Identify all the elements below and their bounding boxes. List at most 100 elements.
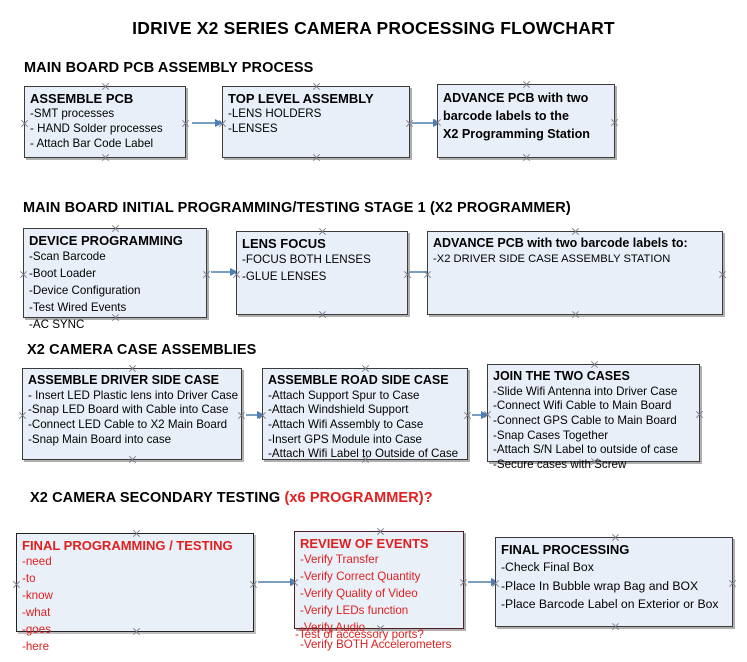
box-title: DEVICE PROGRAMMING [29, 233, 183, 248]
box-line: -Scan Barcode [29, 250, 106, 264]
connection-handle-right[interactable] [202, 270, 211, 279]
box-line: -Slide Wifi Antenna into Driver Case [493, 384, 678, 398]
connection-handle-top[interactable] [611, 533, 620, 542]
box-line: -to [22, 572, 36, 586]
connection-handle-bottom[interactable] [128, 455, 137, 464]
box-title: ADVANCE PCB with two barcode labels to: [433, 236, 688, 250]
connection-handle-left[interactable] [423, 270, 432, 279]
box-title: LENS FOCUS [242, 236, 326, 251]
box-line: -Verify Correct Quantity [300, 570, 421, 584]
box-line: -Device Configuration [29, 284, 141, 298]
box-title: JOIN THE TWO CASES [493, 369, 630, 383]
section-heading-text: X2 CAMERA CASE ASSEMBLIES [27, 342, 257, 358]
connection-handle-top[interactable] [318, 227, 327, 236]
box-line: -LENSES [228, 121, 278, 135]
connection-handle-top[interactable] [522, 80, 531, 89]
connection-handle-right[interactable] [181, 119, 190, 128]
flow-box-assemble-pcb[interactable]: ASSEMBLE PCB -SMT processes - HAND Solde… [24, 86, 186, 158]
box-line: -Connect LED Cable to X2 Main Board [28, 417, 228, 431]
connection-handle-top[interactable] [128, 364, 137, 373]
box-line: - Attach Bar Code Label [30, 136, 154, 150]
connection-handle-bottom[interactable] [318, 310, 327, 319]
connection-handle-bottom[interactable] [590, 457, 599, 466]
connection-handle-right[interactable] [718, 270, 727, 279]
connection-handle-top[interactable] [571, 227, 580, 236]
connection-handle-right[interactable] [728, 579, 737, 588]
box-line-overflow: -Test of accessory ports? [295, 628, 424, 642]
section-heading-main-board-initial-programming: MAIN BOARD INITIAL PROGRAMMING/TESTING S… [23, 200, 571, 216]
box-title: FINAL PROCESSING [501, 542, 630, 557]
connection-handle-right[interactable] [237, 411, 246, 420]
connection-handle-left[interactable] [19, 270, 28, 279]
box-line: -Attach Wifi Label to Outside of Case [268, 447, 459, 461]
connection-handle-bottom[interactable] [376, 624, 385, 633]
connection-handle-bottom[interactable] [361, 455, 370, 464]
connection-handle-top[interactable] [101, 82, 110, 91]
connection-handle-bottom[interactable] [101, 153, 110, 162]
page-title: IDRIVE X2 SERIES CAMERA PROCESSING FLOWC… [132, 18, 615, 38]
flow-box-advance-pcb-programming-station[interactable]: ADVANCE PCB with two barcode labels to t… [437, 84, 615, 158]
box-line: -Attach Windshield Support [268, 403, 409, 417]
connection-handle-top[interactable] [590, 360, 599, 369]
connection-handle-top[interactable] [111, 224, 120, 233]
box-line: - Insert LED Plastic lens into Driver Ca… [28, 388, 239, 402]
connection-handle-bottom[interactable] [132, 627, 141, 636]
connection-handle-right[interactable] [695, 410, 704, 419]
box-line: -Connect GPS Cable to Main Board [493, 413, 677, 427]
flow-box-device-programming[interactable]: DEVICE PROGRAMMING -Scan Barcode -Boot L… [23, 228, 207, 331]
section-heading-main-board-pcb-assembly: MAIN BOARD PCB ASSEMBLY PROCESS [24, 60, 313, 76]
connection-handle-left[interactable] [491, 579, 500, 588]
section-heading-text: X2 CAMERA SECONDARY TESTING [30, 490, 285, 506]
box-line: ADVANCE PCB with two [443, 91, 589, 105]
connection-handle-left[interactable] [483, 410, 492, 419]
connection-handle-left[interactable] [258, 411, 267, 420]
box-title: TOP LEVEL ASSEMBLY [228, 91, 374, 106]
connection-handle-top[interactable] [132, 529, 141, 538]
flow-box-final-programming-testing[interactable]: FINAL PROGRAMMING / TESTING -need -to -k… [16, 533, 254, 653]
connection-handle-top[interactable] [312, 82, 321, 91]
connection-handle-right[interactable] [459, 578, 468, 587]
box-line: -Verify Quality of Video [300, 587, 418, 601]
box-line: - HAND Solder processes [30, 121, 163, 135]
connection-handle-bottom[interactable] [522, 153, 531, 162]
section-heading-accent: (x6 PROGRAMMER)? [284, 490, 433, 506]
connection-handle-right[interactable] [249, 580, 258, 589]
box-line: -need [22, 555, 52, 569]
flow-box-advance-pcb-driver-side-case[interactable]: ADVANCE PCB with two barcode labels to: … [427, 231, 723, 315]
connection-handle-left[interactable] [290, 578, 299, 587]
connection-handle-bottom[interactable] [571, 310, 580, 319]
connection-handle-bottom[interactable] [111, 313, 120, 322]
flow-box-top-level-assembly[interactable]: TOP LEVEL ASSEMBLY -LENS HOLDERS -LENSES [222, 86, 410, 158]
flow-box-final-processing[interactable]: FINAL PROCESSING -Check Final Box -Place… [495, 537, 733, 627]
flow-box-assemble-road-side-case[interactable]: ASSEMBLE ROAD SIDE CASE -Attach Support … [262, 368, 468, 460]
connection-handle-left[interactable] [18, 411, 27, 420]
box-line: -Verify BOTH Accelerometers [300, 637, 452, 651]
connection-handle-right[interactable] [463, 411, 472, 420]
connection-handle-right[interactable] [610, 118, 619, 127]
box-line: -Snap LED Board with Cable into Case [28, 403, 229, 417]
connection-handle-bottom[interactable] [312, 153, 321, 162]
box-line: X2 Programming Station [443, 126, 590, 141]
connection-handle-left[interactable] [12, 580, 21, 589]
flow-box-review-of-events[interactable]: REVIEW OF EVENTS -Verify Transfer -Verif… [294, 531, 464, 651]
box-line: -Verify Transfer [300, 553, 379, 567]
box-line: -SMT processes [30, 107, 115, 121]
connection-handle-left[interactable] [20, 119, 29, 128]
connection-handle-top[interactable] [376, 527, 385, 536]
connection-handle-top[interactable] [361, 364, 370, 373]
box-line: -Check Final Box [501, 560, 594, 575]
section-heading-text: MAIN BOARD INITIAL PROGRAMMING/TESTING S… [23, 200, 571, 216]
connection-handle-left[interactable] [232, 270, 241, 279]
box-line: -Test Wired Events [29, 301, 127, 315]
connection-handle-left[interactable] [218, 119, 227, 128]
box-line: -FOCUS BOTH LENSES [242, 253, 371, 267]
flow-box-join-the-two-cases[interactable]: JOIN THE TWO CASES -Slide Wifi Antenna i… [487, 364, 700, 471]
box-line: -Verify LEDs function [300, 604, 409, 618]
flow-box-assemble-driver-side-case[interactable]: ASSEMBLE DRIVER SIDE CASE - Insert LED P… [22, 368, 242, 460]
connection-handle-bottom[interactable] [611, 622, 620, 631]
flow-box-lens-focus[interactable]: LENS FOCUS -FOCUS BOTH LENSES -GLUE LENS… [236, 231, 408, 315]
box-line: -X2 DRIVER SIDE CASE ASSEMBLY STATION [433, 252, 671, 265]
box-line: -what [22, 606, 51, 620]
box-line: -Snap Main Board into case [28, 432, 172, 446]
connection-handle-left[interactable] [433, 118, 442, 127]
